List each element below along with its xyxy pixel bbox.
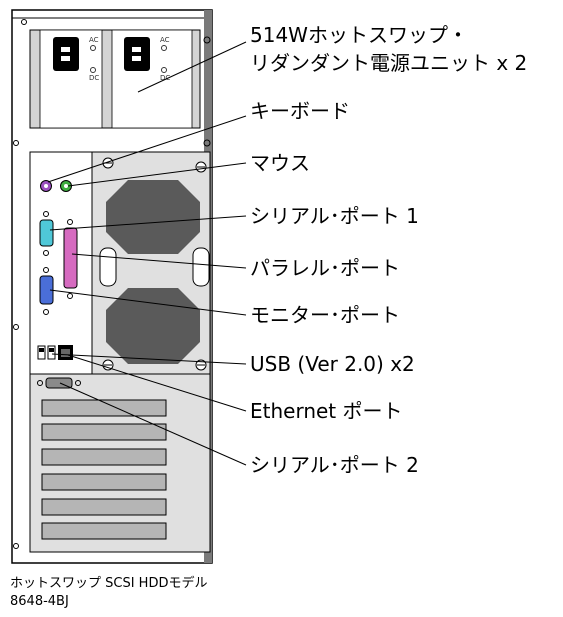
expansion-slot <box>41 473 167 491</box>
leader-monitor <box>49 289 247 316</box>
label-parallel-port: パラレル･ポート <box>250 256 400 280</box>
leader-serial-2 <box>59 382 247 466</box>
label-serial-port-2: シリアル･ポート 2 <box>250 453 419 477</box>
expansion-slot <box>41 522 167 540</box>
model-number-caption: 8648-4BJ <box>10 594 69 609</box>
model-name-caption: ホットスワップ SCSI HDDモデル <box>10 576 208 591</box>
label-keyboard: キーボード <box>250 99 350 123</box>
serial-port-1[interactable] <box>39 211 54 256</box>
keyboard-port[interactable] <box>40 180 52 192</box>
label-mouse: マウス <box>250 151 310 175</box>
leader-ethernet <box>67 354 247 412</box>
power-supply-1[interactable]: AC DC <box>53 36 99 82</box>
dc-label: DC <box>160 74 170 82</box>
leader-usb <box>51 353 247 365</box>
leader-lines <box>47 41 247 466</box>
fan-brackets <box>99 247 210 287</box>
leader-mouse <box>67 162 247 187</box>
label-serial-port-1: シリアル･ポート 1 <box>250 204 419 228</box>
expansion-slot <box>41 448 167 466</box>
expansion-slot <box>41 399 167 417</box>
dc-label: DC <box>89 74 99 82</box>
fan-upper-blade <box>106 180 200 254</box>
ac-label: AC <box>160 36 170 44</box>
label-monitor-port: モニター･ポート <box>250 303 400 327</box>
fan-lower-blade <box>106 288 200 364</box>
leader-parallel <box>71 253 247 269</box>
parallel-port[interactable] <box>63 219 78 299</box>
fan-upper <box>106 180 200 254</box>
leader-keyboard <box>47 115 247 183</box>
label-usb: USB (Ver 2.0) x2 <box>250 352 415 376</box>
power-supply-2[interactable]: AC DC <box>124 36 170 82</box>
label-power-supply-line1: 514Wホットスワップ・ <box>250 23 468 47</box>
leader-power-supply <box>137 41 247 93</box>
ethernet-port[interactable] <box>58 345 73 360</box>
callout-labels: 514Wホットスワップ・ リダンダント電源ユニット x 2 キーボード マウス … <box>250 23 527 477</box>
label-ethernet: Ethernet ポート <box>250 399 403 423</box>
expansion-slot <box>41 423 167 441</box>
expansion-slot <box>41 498 167 516</box>
usb-ports[interactable] <box>37 345 56 360</box>
fan-lower <box>106 288 200 364</box>
label-power-supply-line2: リダンダント電源ユニット x 2 <box>250 51 527 75</box>
leader-serial-1 <box>49 215 247 231</box>
expansion-slots <box>41 399 167 540</box>
ac-label: AC <box>89 36 99 44</box>
